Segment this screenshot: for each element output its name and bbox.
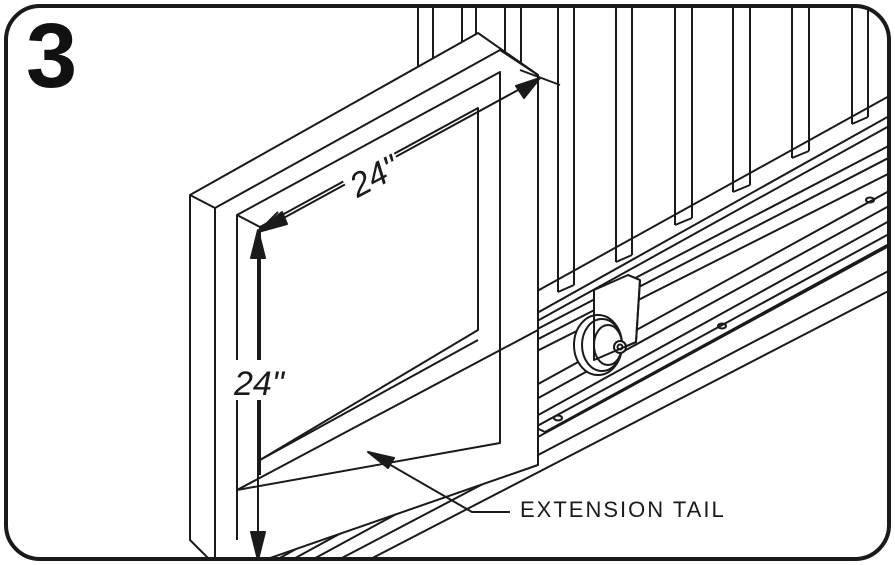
- height-label: 24": [233, 365, 286, 403]
- width-dimension: [257, 69, 561, 233]
- extension-tail-leader: [367, 451, 510, 513]
- diagram-border: [4, 4, 891, 561]
- step-number: 3: [26, 5, 78, 107]
- extension-panel: [189, 32, 539, 559]
- extension-tail-label: EXTENSION TAIL: [520, 497, 726, 522]
- roller-wheel: [573, 274, 641, 376]
